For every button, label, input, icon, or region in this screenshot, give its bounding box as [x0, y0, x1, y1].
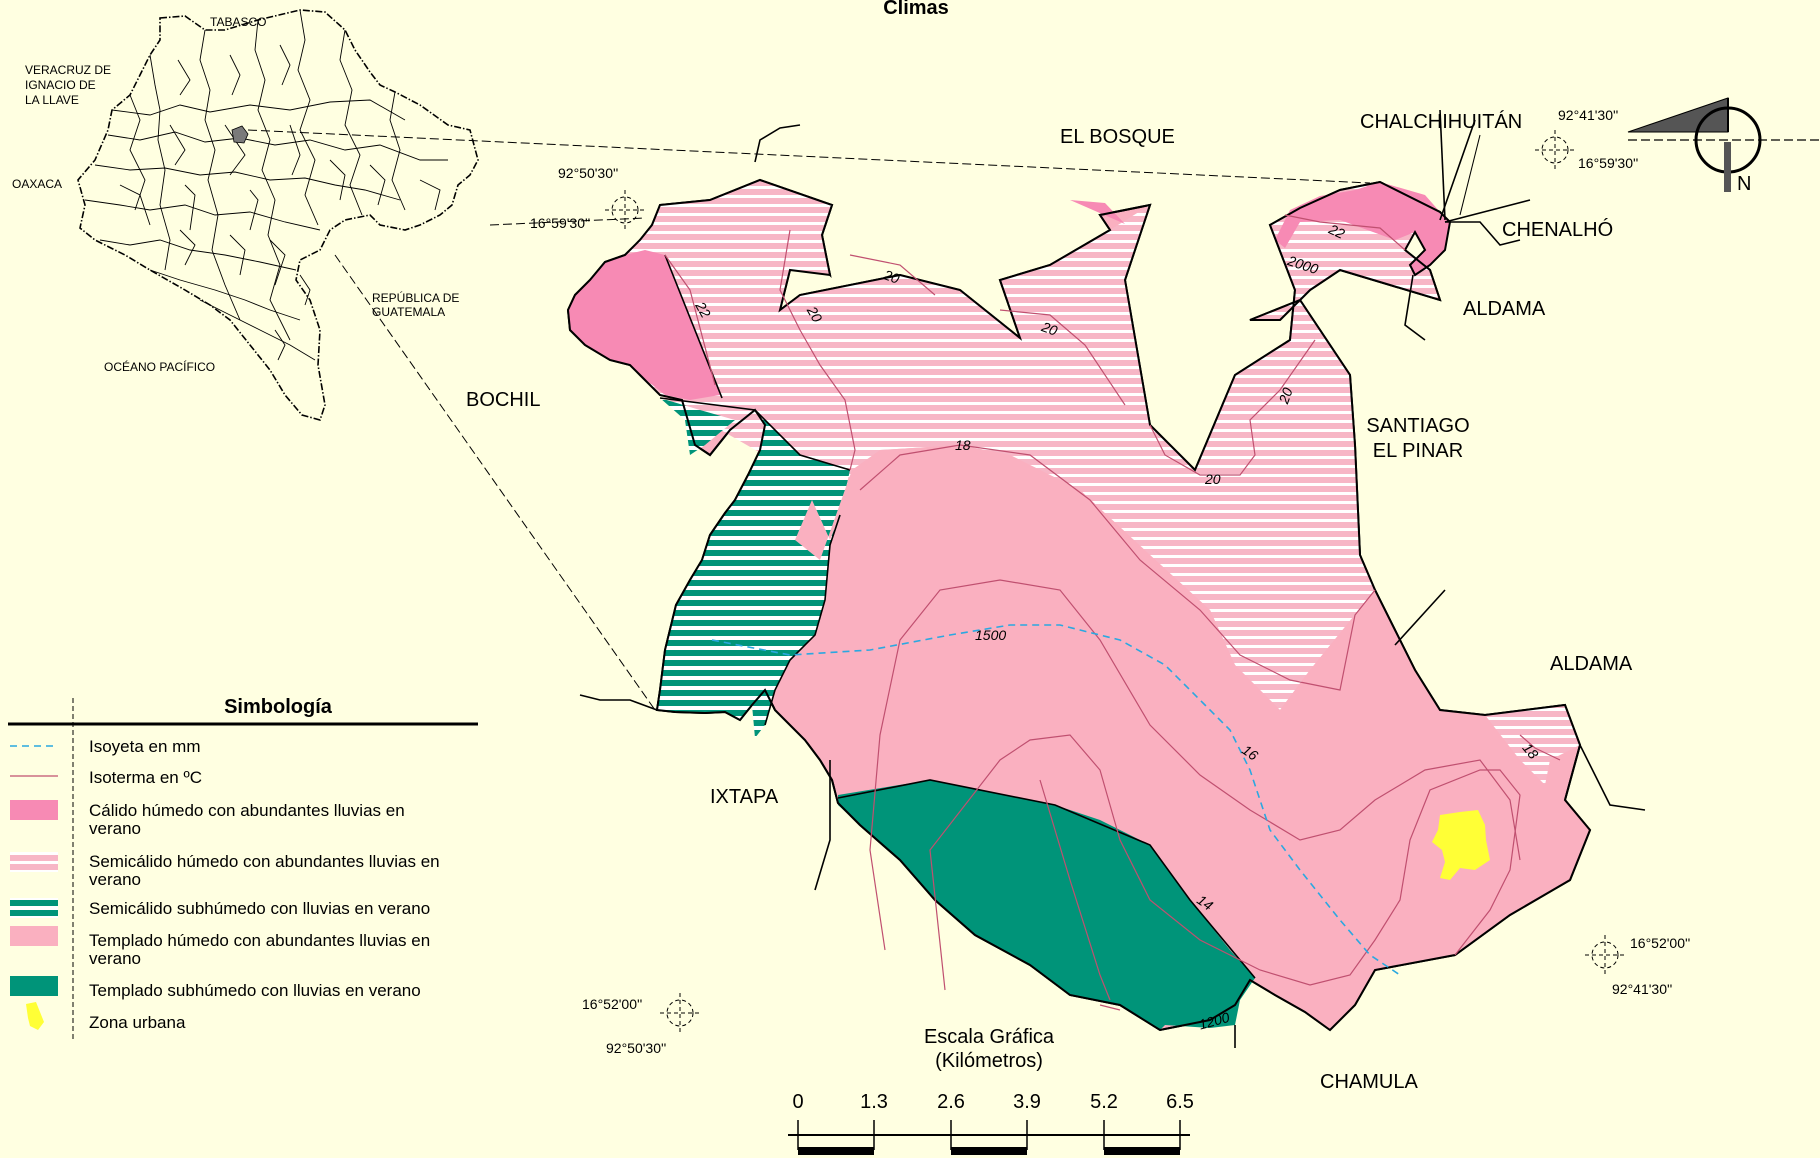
- north-label: N: [1737, 173, 1751, 195]
- isotherm-label: 20: [803, 303, 825, 326]
- legend-label-semicalido-humedo-2: verano: [89, 870, 141, 889]
- north-arrow: N: [1627, 97, 1820, 195]
- legend-title: Simbología: [224, 696, 333, 718]
- inset-map: TABASCO VERACRUZ DE IGNACIO DE LA LLAVE …: [12, 9, 479, 421]
- scale-units: (Kilómetros): [935, 1050, 1043, 1072]
- neighbor-aldama-right: ALDAMA: [1550, 653, 1633, 675]
- neighbor-chenalho: CHENALHÓ: [1502, 218, 1613, 241]
- inset-label-guatemala-2: GUATEMALA: [372, 305, 445, 319]
- municipality-map: 22 20 20 20 20 20 22 2000 18 18 1500 16 …: [466, 109, 1646, 1093]
- inset-label-oaxaca: OAXACA: [12, 177, 62, 191]
- chalchihuitan-leader-line: [1459, 134, 1481, 216]
- legend: Simbología Isoyeta en mm Isoterma en ºC …: [8, 696, 478, 1040]
- zone-semicalido-humedo: [568, 180, 1440, 710]
- neighbor-chamula: CHAMULA: [1320, 1071, 1418, 1093]
- scale-bar: Escala Gráfica (Kilómetros) 0 1.3 2.6 3.…: [788, 1026, 1194, 1155]
- legend-label-isoyeta: Isoyeta en mm: [89, 737, 201, 756]
- legend-label-templado-subhumedo: Templado subhúmedo con lluvias en verano: [89, 981, 421, 1000]
- scale-tick-label: 5.2: [1090, 1091, 1118, 1113]
- scale-tick-label: 2.6: [937, 1091, 965, 1113]
- legend-label-semicalido-subhumedo: Semicálido subhúmedo con lluvias en vera…: [89, 899, 430, 918]
- isoyeta-1500: [711, 624, 1401, 976]
- neighbor-aldama-top: ALDAMA: [1463, 298, 1546, 320]
- neighbor-santiago-2: EL PINAR: [1373, 440, 1463, 462]
- coord-ne-lon: 92°41'30'': [1558, 107, 1618, 123]
- legend-label-calido-humedo-2: verano: [89, 819, 141, 838]
- inset-label-tabasco: TABASCO: [210, 15, 266, 29]
- inset-label-guatemala-1: REPÚBLICA DE: [372, 290, 459, 305]
- coord-ne-lat: 16°59'30'': [1578, 155, 1638, 171]
- legend-label-calido-humedo-1: Cálido húmedo con abundantes lluvias en: [89, 801, 405, 820]
- legend-swatch-templado-subhumedo: [10, 976, 58, 996]
- isotherm-label: 22: [1326, 220, 1348, 242]
- legend-label-semicalido-humedo-1: Semicálido húmedo con abundantes lluvias…: [89, 852, 440, 871]
- scale-tick-label: 0: [792, 1091, 803, 1113]
- coordinate-marker-nw: 92°50'30'' 16°59'30'': [530, 165, 645, 231]
- scale-tick-label: 6.5: [1166, 1091, 1194, 1113]
- coordinate-marker-sw: 16°52'00'' 92°50'30'': [582, 993, 700, 1056]
- isotherm-label: 20: [881, 266, 902, 287]
- legend-swatch-calido-humedo: [10, 800, 58, 820]
- isotherm-label: 22: [692, 298, 714, 321]
- legend-label-templado-humedo-2: verano: [89, 949, 141, 968]
- legend-swatch-zona-urbana: [26, 1002, 44, 1030]
- coord-nw-lon: 92°50'30'': [558, 165, 618, 181]
- zone-calido-humedo-northeast: [1275, 182, 1450, 275]
- scale-tick-label: 3.9: [1013, 1091, 1041, 1113]
- legend-swatch-templado-humedo: [10, 926, 58, 946]
- scale-tick-label: 1.3: [860, 1091, 888, 1113]
- inset-municipal-lines: [84, 9, 448, 361]
- neighbor-ixtapa: IXTAPA: [710, 786, 779, 808]
- chiapas-outline: [77, 9, 479, 421]
- legend-label-isoterma: Isoterma en ºC: [89, 768, 202, 787]
- inset-location-marker: [231, 125, 249, 144]
- zoom-lines: [247, 129, 1371, 711]
- coordinate-marker-ne: 92°41'30'' 16°59'30'': [1535, 107, 1638, 171]
- isotherm-label: 20: [1039, 318, 1060, 339]
- isotherm-label: 18: [955, 437, 971, 453]
- isotherm-label: 20: [1275, 385, 1296, 406]
- coordinate-marker-se: 16°52'00'' 92°41'30'': [1585, 935, 1690, 997]
- inset-label-veracruz-1: VERACRUZ DE: [25, 63, 111, 77]
- coord-sw-lon: 92°50'30'': [606, 1040, 666, 1056]
- neighbor-chalchihuitan: CHALCHIHUITÁN: [1360, 110, 1522, 133]
- scale-segment-filled: [798, 1147, 874, 1155]
- neighbor-santiago-1: SANTIAGO: [1366, 415, 1469, 437]
- coord-se-lon: 92°41'30'': [1612, 981, 1672, 997]
- inset-label-pacifico: OCÉANO PACÍFICO: [104, 359, 215, 374]
- neighbor-el-bosque: EL BOSQUE: [1060, 126, 1175, 148]
- legend-swatch-semicalido-humedo: [10, 852, 58, 872]
- zone-calido-humedo-triangle: [1070, 200, 1125, 224]
- legend-label-zona-urbana: Zona urbana: [89, 1013, 186, 1032]
- neighbor-boundaries: [579, 109, 1646, 1048]
- inset-label-veracruz-2: IGNACIO DE: [25, 78, 96, 92]
- coord-se-lat: 16°52'00'': [1630, 935, 1690, 951]
- inset-label-veracruz-3: LA LLAVE: [25, 93, 79, 107]
- zone-templado-subhumedo: [838, 780, 1255, 1030]
- zona-urbana-shape: [1432, 810, 1490, 880]
- isotherms: [664, 214, 1561, 1011]
- zone-semicalido-subhumedo: [657, 398, 850, 738]
- legend-swatch-semicalido-subhumedo: [10, 898, 58, 918]
- isoyeta-label: 1200: [1197, 1009, 1231, 1033]
- coord-nw-lat: 16°59'30'': [530, 215, 590, 231]
- zone-calido-humedo-west: [568, 250, 720, 400]
- neighbor-bochil: BOCHIL: [466, 389, 540, 411]
- scale-title: Escala Gráfica: [924, 1026, 1055, 1048]
- coord-sw-lat: 16°52'00'': [582, 996, 642, 1012]
- legend-label-templado-humedo-1: Templado húmedo con abundantes lluvias e…: [89, 931, 430, 950]
- isoyeta-label: 1500: [975, 627, 1006, 643]
- scale-segment-filled: [951, 1147, 1027, 1155]
- map-title: Climas: [883, 0, 949, 19]
- zone-semicalido-humedo-east: [1480, 705, 1580, 785]
- isotherm-label: 20: [1204, 471, 1221, 487]
- scale-segment-filled: [1104, 1147, 1180, 1155]
